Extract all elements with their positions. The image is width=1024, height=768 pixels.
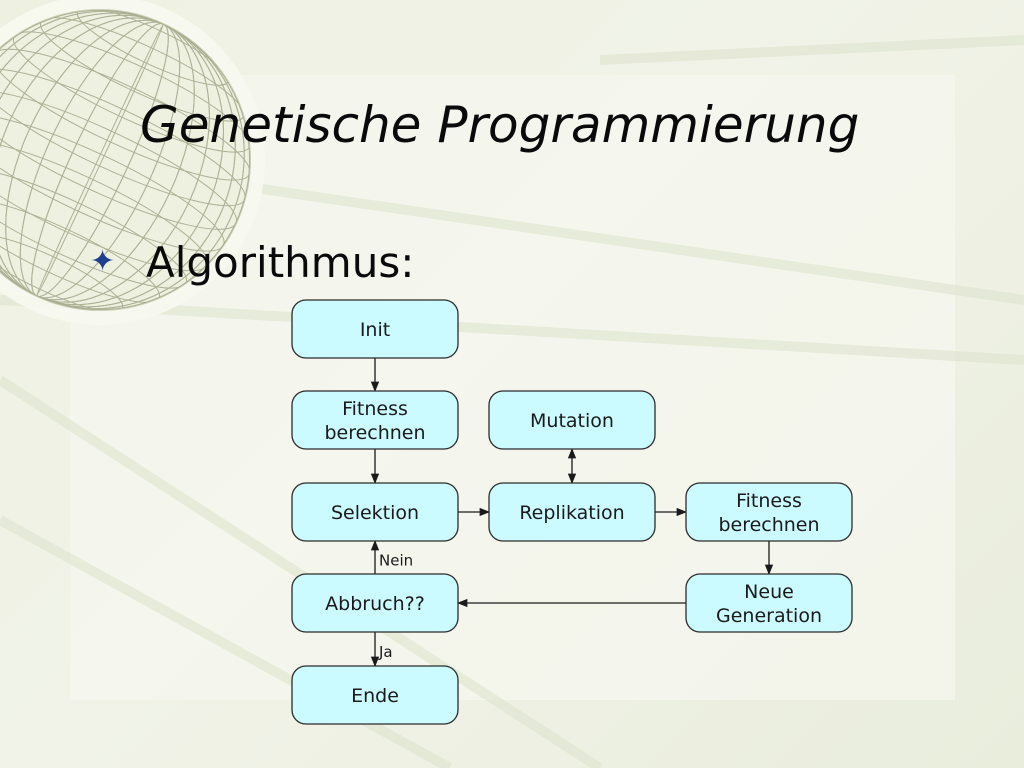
flow-node-abbruch: Abbruch?? — [291, 573, 459, 633]
flow-node-box — [291, 573, 459, 633]
flow-node-label: Mutation — [530, 410, 614, 432]
bullet-item: ✦ Algorithmus: — [90, 232, 414, 292]
flow-node-label: berechnen — [324, 422, 425, 444]
flow-node-label: Replikation — [519, 502, 624, 524]
flow-node-box — [488, 390, 656, 450]
flow-node-label: Fitness — [342, 398, 408, 420]
four-point-star-icon: ✦ — [90, 244, 116, 279]
flow-node-selektion: Selektion — [291, 482, 459, 542]
slide-title: Genetische Programmierung — [140, 96, 860, 154]
flow-node-label: Generation — [716, 605, 822, 627]
flow-node-box — [291, 390, 459, 450]
flow-node-label: Abbruch?? — [325, 593, 425, 615]
flow-node-label: Neue — [744, 581, 794, 603]
flow-node-label: Fitness — [736, 490, 802, 512]
flow-node-box — [685, 482, 853, 542]
flow-edge-label: Ja — [378, 643, 393, 661]
flow-node-ende: Ende — [291, 665, 459, 725]
flow-node-label: Ende — [351, 685, 399, 707]
flow-node-label: Selektion — [331, 502, 419, 524]
background-streaks — [0, 35, 1024, 768]
flow-node-box — [488, 482, 656, 542]
flow-node-init: Init — [291, 299, 459, 359]
flow-node-label: berechnen — [718, 514, 819, 536]
flow-node-box — [685, 573, 853, 633]
flow-node-mutation: Mutation — [488, 390, 656, 450]
flow-edge-abbruch-selektion: Nein — [370, 539, 413, 574]
flow-node-replikation: Replikation — [488, 482, 656, 542]
flow-node-label: Init — [360, 319, 390, 341]
flow-node-box — [291, 482, 459, 542]
flow-node-box — [291, 665, 459, 725]
flow-edge-abbruch-ende: Ja — [370, 632, 393, 668]
flow-node-box — [291, 299, 459, 359]
flow-edge-label: Nein — [379, 552, 413, 570]
globe-decoration — [0, 0, 265, 325]
bullet-text: Algorithmus: — [146, 237, 415, 287]
